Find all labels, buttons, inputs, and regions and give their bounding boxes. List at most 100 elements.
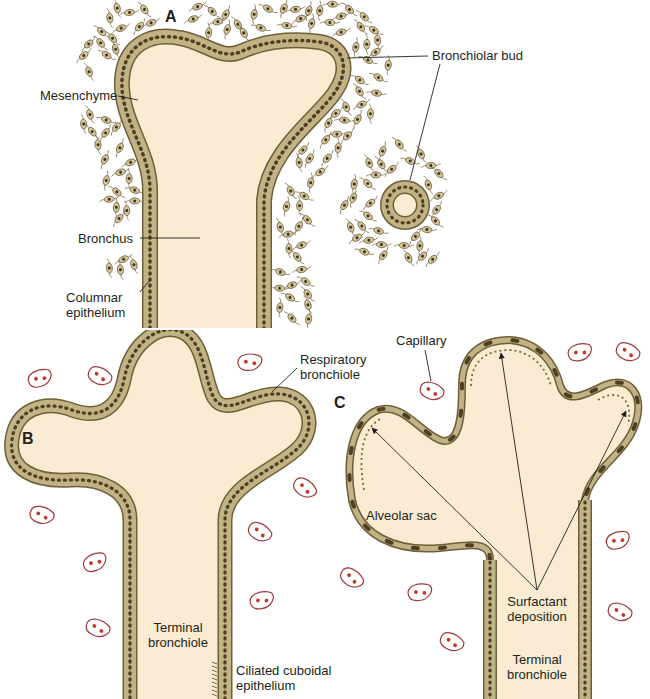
leader-line (410, 64, 440, 180)
cell-process (118, 260, 123, 280)
capillary (237, 352, 263, 372)
cell-nucleus (82, 53, 86, 57)
cell-nucleus (379, 162, 383, 166)
structure-label: Ciliated cuboidal epithelium (236, 663, 348, 693)
capillary-wall (418, 380, 445, 402)
cell-process (366, 90, 386, 97)
cell-process (351, 110, 364, 129)
cell-nucleus (294, 8, 297, 11)
cell-process (99, 197, 119, 202)
cell-nucleus (132, 263, 136, 267)
structure-label: Bronchus (78, 231, 133, 246)
cell-nucleus (367, 239, 370, 242)
panel-letter: A (165, 8, 177, 26)
leader-line (425, 350, 431, 381)
cell-body (304, 153, 315, 165)
cell-process (429, 190, 448, 201)
cell-nucleus (118, 146, 122, 150)
cell-body (295, 14, 307, 24)
mesenchyme-cell (426, 212, 444, 231)
cell-process (295, 189, 313, 202)
cell-body (344, 4, 355, 15)
cell-body (102, 175, 110, 186)
cell-body (359, 11, 370, 22)
cell-nucleus (125, 209, 128, 212)
cell-body (314, 167, 326, 177)
cell-body (339, 117, 350, 124)
cell-nucleus (191, 17, 195, 21)
cell-nucleus (374, 173, 377, 176)
cell-process (351, 73, 369, 87)
cell-body (95, 37, 106, 49)
mesenchyme-cell (141, 16, 162, 29)
cell-nucleus (290, 316, 294, 320)
capillary (604, 528, 633, 553)
mesenchyme-cell (334, 138, 342, 159)
cell-body (433, 191, 445, 201)
cell-body (115, 168, 126, 177)
cell-body (255, 23, 267, 32)
red-blood-cell (254, 527, 259, 532)
cell-nucleus (359, 25, 363, 29)
cell-nucleus (339, 14, 343, 18)
cell-process (298, 196, 301, 216)
cell-process (84, 62, 94, 82)
cell-process (238, 23, 250, 42)
cell-body (111, 121, 122, 133)
cell-nucleus (104, 179, 108, 183)
cell-nucleus (96, 143, 99, 146)
red-blood-cell (244, 360, 248, 364)
cell-process (188, 1, 208, 11)
cell-body (346, 222, 355, 233)
cell-body (296, 266, 307, 274)
cell-nucleus (349, 225, 353, 229)
cell-body (353, 114, 363, 126)
cell-process (111, 39, 120, 59)
mesenchyme-cell (74, 47, 94, 64)
mesenchyme-cell (349, 174, 359, 195)
cell-body (356, 21, 367, 33)
red-blood-cell (255, 598, 260, 603)
cell-body (374, 35, 381, 46)
cell-body (129, 186, 140, 195)
cell-nucleus (285, 24, 288, 27)
cell-nucleus (343, 119, 346, 122)
leader-line (140, 280, 150, 292)
cell-nucleus (430, 257, 434, 261)
cell-process (377, 141, 388, 161)
cell-process (416, 144, 427, 164)
mesenchyme-cell (302, 294, 314, 315)
mesenchyme-cell (317, 130, 335, 149)
cell-process (284, 310, 300, 327)
mesenchyme-cell (113, 138, 127, 159)
mesenchyme-cell (250, 21, 271, 34)
cell-nucleus (372, 28, 376, 32)
cell-nucleus (342, 203, 346, 207)
cell-nucleus (110, 36, 114, 40)
mesenchyme-cell (286, 238, 293, 258)
cell-nucleus (302, 194, 306, 198)
red-blood-cell (43, 515, 47, 519)
mesenchyme-cell (106, 8, 115, 29)
cell-body (304, 5, 313, 16)
cell-nucleus (406, 256, 410, 260)
cell-process (308, 13, 316, 33)
cell-nucleus (306, 292, 310, 296)
cell-body (367, 109, 373, 119)
cell-process (285, 181, 297, 200)
mesenchyme-cell (306, 13, 317, 34)
cell-nucleus (354, 45, 358, 49)
cell-nucleus (306, 303, 310, 307)
cell-process (130, 255, 139, 275)
mesenchyme-cell (106, 258, 114, 278)
cell-nucleus (104, 118, 108, 122)
mesenchyme-cell (299, 210, 317, 229)
cell-nucleus (289, 189, 293, 193)
cell-nucleus (390, 167, 394, 171)
cell-process (339, 128, 355, 144)
cell-process (352, 37, 359, 57)
bronchus-figure (122, 37, 344, 328)
red-blood-cell (621, 613, 626, 618)
mesenchyme-cell (283, 309, 301, 328)
cell-body (350, 179, 358, 190)
